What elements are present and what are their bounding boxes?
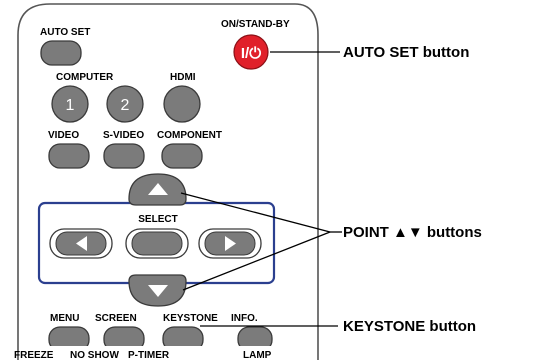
svideo-label: S-VIDEO bbox=[103, 130, 144, 141]
point-callout: POINT ▲▼ buttons bbox=[343, 224, 482, 241]
video-button[interactable] bbox=[49, 144, 89, 168]
power-button[interactable]: I/⏻ bbox=[234, 35, 268, 69]
keystone-label: KEYSTONE bbox=[163, 313, 218, 324]
component-label: COMPONENT bbox=[157, 130, 222, 141]
computer-1-button[interactable]: 1 bbox=[52, 86, 88, 122]
freeze-label: FREEZE bbox=[14, 350, 54, 360]
computer-label: COMPUTER bbox=[56, 72, 114, 83]
select-label: SELECT bbox=[138, 214, 177, 225]
on-standby-label: ON/STAND-BY bbox=[221, 19, 290, 30]
auto-set-button[interactable] bbox=[41, 41, 81, 65]
computer-1-number: 1 bbox=[66, 97, 75, 114]
screen-label: SCREEN bbox=[95, 313, 137, 324]
info-label: INFO. bbox=[231, 313, 258, 324]
hdmi-button[interactable] bbox=[164, 86, 200, 122]
auto-set-label: AUTO SET bbox=[40, 27, 90, 38]
video-label: VIDEO bbox=[48, 130, 79, 141]
point-left-button[interactable] bbox=[50, 229, 112, 258]
lamp-label: LAMP bbox=[243, 350, 272, 360]
computer-2-button[interactable]: 2 bbox=[107, 86, 143, 122]
menu-label: MENU bbox=[50, 313, 79, 324]
keystone-callout: KEYSTONE button bbox=[343, 318, 476, 335]
hdmi-label: HDMI bbox=[170, 72, 196, 83]
p-timer-label: P-TIMER bbox=[128, 350, 170, 360]
component-button[interactable] bbox=[162, 144, 202, 168]
no-show-label: NO SHOW bbox=[70, 350, 119, 360]
point-down-button[interactable] bbox=[129, 275, 186, 306]
svideo-button[interactable] bbox=[104, 144, 144, 168]
auto-set-callout: AUTO SET button bbox=[343, 44, 469, 61]
select-button[interactable] bbox=[126, 229, 188, 258]
point-up-button[interactable] bbox=[129, 174, 186, 205]
computer-2-number: 2 bbox=[121, 97, 130, 114]
point-right-button[interactable] bbox=[199, 229, 261, 258]
power-icon: I/⏻ bbox=[241, 45, 261, 62]
